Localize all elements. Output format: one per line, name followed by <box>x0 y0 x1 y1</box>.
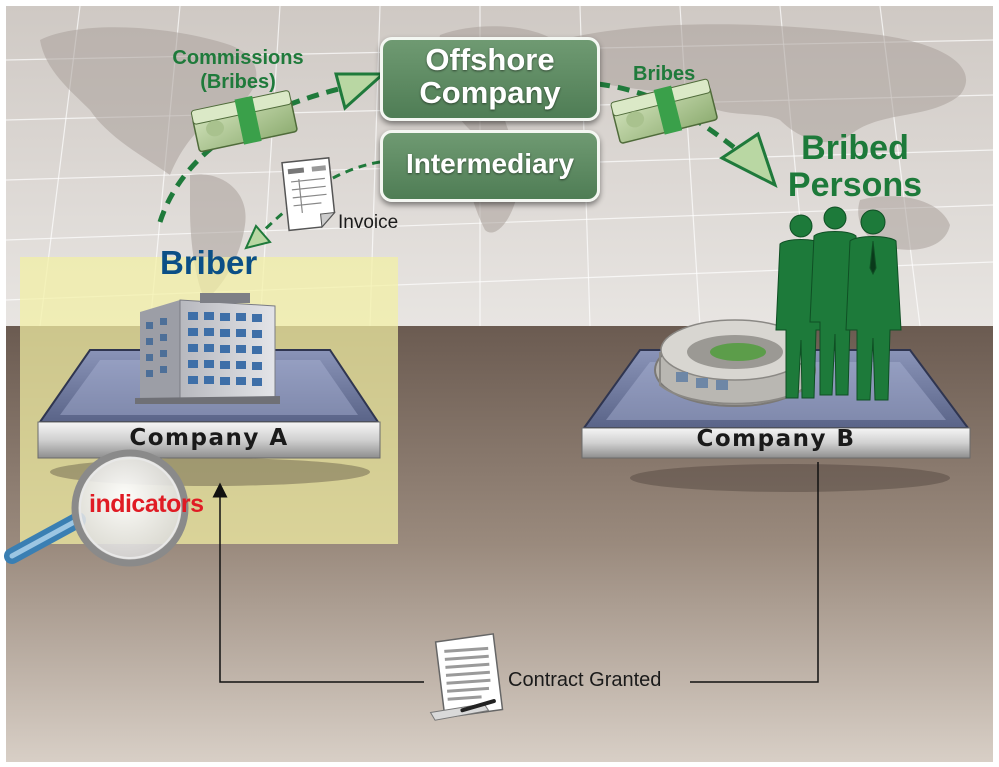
invoice-document-icon <box>281 157 336 232</box>
money-stack-icon-bribes <box>610 78 718 144</box>
magnifying-glass-icon <box>4 449 189 567</box>
briber-label: Briber <box>160 244 258 281</box>
offshore-company-label: Offshore Company <box>419 42 561 110</box>
company-b-label: Company B <box>696 426 856 452</box>
indicators-label: indicators <box>89 490 204 518</box>
invoice-label: Invoice <box>338 212 399 233</box>
contract-granted-label: Contract Granted <box>508 669 662 691</box>
bribes-label: Bribes <box>633 63 696 85</box>
contract-granted-connector <box>212 462 819 683</box>
commissions-label: Commissions (Bribes) <box>172 47 304 93</box>
intermediary-label: Intermediary <box>405 148 575 179</box>
company-a-label: Company A <box>129 425 289 451</box>
contract-document-icon <box>429 633 504 721</box>
money-stack-icon-commissions <box>190 90 298 153</box>
offshore-company-node: Offshore Company <box>380 37 600 121</box>
bribed-persons-label: Bribed Persons <box>787 129 923 204</box>
bribed-persons-icon <box>775 206 902 401</box>
stadium-icon <box>654 319 816 407</box>
office-building-icon <box>135 293 280 404</box>
intermediary-node: Intermediary <box>380 130 600 202</box>
